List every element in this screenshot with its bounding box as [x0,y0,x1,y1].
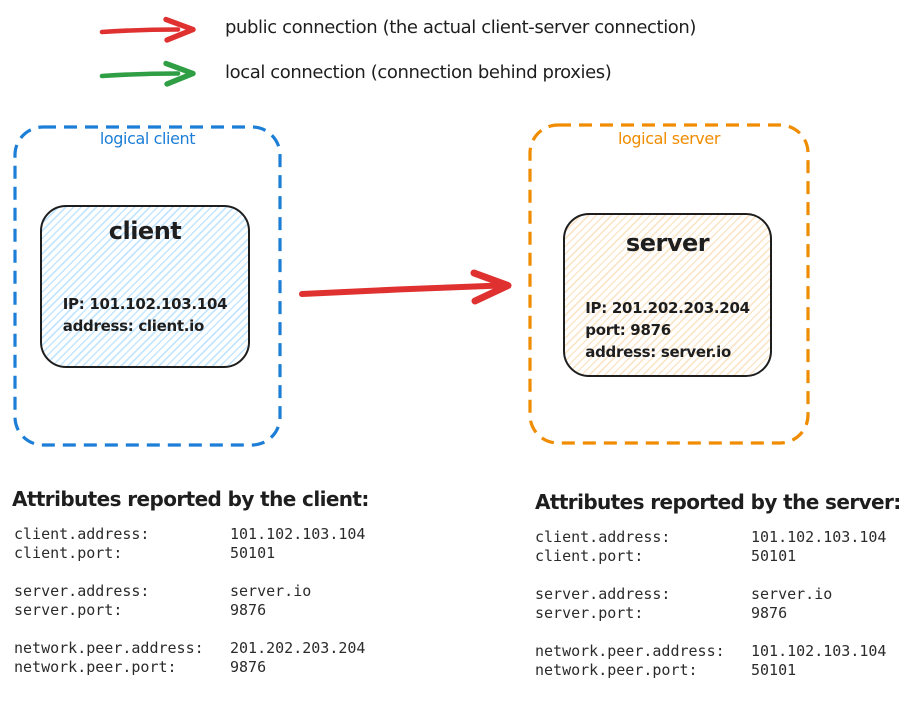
client-node: client IP: 101.102.103.104 address: clie… [40,205,250,368]
attr-value: 101.102.103.104 [230,525,366,543]
attr-value: 9876 [230,601,267,619]
client-node-details: IP: 101.102.103.104 address: client.io [62,293,228,337]
local-connection-arrow-icon [99,60,196,87]
server-attr-group-server: server.address: server.io server.port: 9… [535,585,886,623]
client-node-title: client [108,217,182,245]
attr-key: network.peer.address: [535,642,725,660]
logical-server-label: logical server [617,129,721,148]
attr-key: network.peer.port: [14,658,177,676]
attr-key: server.port: [535,604,644,622]
client-attr-group-network-peer: network.peer.address: 201.202.203.204 ne… [14,639,365,677]
attr-value: server.io [751,585,833,603]
attr-row: server.port: 9876 [14,601,365,620]
attr-row: client.address: 101.102.103.104 [535,528,886,547]
attr-row: client.port: 50101 [14,544,365,563]
attr-key: client.address: [535,528,671,546]
client-attr-group-server: server.address: server.io server.port: 9… [14,582,365,620]
legend-label-local: local connection (connection behind prox… [225,62,612,83]
attr-row: network.peer.address: 201.202.203.204 [14,639,365,658]
attr-value: 9876 [751,604,788,622]
server-node-title: server [625,229,710,257]
attr-value: 50101 [751,547,797,565]
attr-key: server.address: [14,582,150,600]
attr-row: client.port: 50101 [535,547,886,566]
server-attr-group-client: client.address: 101.102.103.104 client.p… [535,528,886,566]
client-ip-line: IP: 101.102.103.104 [62,295,228,313]
attr-value: 201.202.203.204 [230,639,366,657]
client-attr-group-client: client.address: 101.102.103.104 client.p… [14,525,365,563]
attr-value: 50101 [230,544,276,562]
attr-key: network.peer.port: [535,661,698,679]
attr-key: network.peer.address: [14,639,204,657]
server-address-line: address: server.io [585,343,731,361]
logical-client-container [13,125,282,447]
attr-row: network.peer.port: 50101 [535,661,886,680]
client-server-arrow-icon [299,269,512,305]
attr-key: client.address: [14,525,150,543]
client-attributes-list: client.address: 101.102.103.104 client.p… [14,525,365,696]
attr-value: 101.102.103.104 [751,528,887,546]
attr-key: client.port: [14,544,123,562]
server-node: server IP: 201.202.203.204 port: 9876 ad… [563,213,772,377]
attr-value: server.io [230,582,312,600]
server-node-details: IP: 201.202.203.204 port: 9876 address: … [585,297,750,363]
legend-label-public: public connection (the actual client-ser… [225,17,697,38]
attr-key: server.address: [535,585,671,603]
client-attributes-title: Attributes reported by the client: [12,487,369,511]
attr-value: 50101 [751,661,797,679]
attr-value: 9876 [230,658,267,676]
server-port-line: port: 9876 [585,321,671,339]
client-address-line: address: client.io [62,317,204,335]
attr-row: server.port: 9876 [535,604,886,623]
attr-key: client.port: [535,547,644,565]
logical-client-label: logical client [99,129,196,148]
attr-row: server.address: server.io [535,585,886,604]
attr-row: network.peer.port: 9876 [14,658,365,677]
attr-row: network.peer.address: 101.102.103.104 [535,642,886,661]
attr-row: client.address: 101.102.103.104 [14,525,365,544]
server-attributes-list: client.address: 101.102.103.104 client.p… [535,528,886,699]
logical-server-container [528,123,810,445]
attr-row: server.address: server.io [14,582,365,601]
public-connection-arrow-icon [99,16,196,43]
attr-key: server.port: [14,601,123,619]
server-attr-group-network-peer: network.peer.address: 101.102.103.104 ne… [535,642,886,680]
server-attributes-title: Attributes reported by the server: [535,490,900,514]
server-ip-line: IP: 201.202.203.204 [585,299,750,317]
attr-value: 101.102.103.104 [751,642,887,660]
